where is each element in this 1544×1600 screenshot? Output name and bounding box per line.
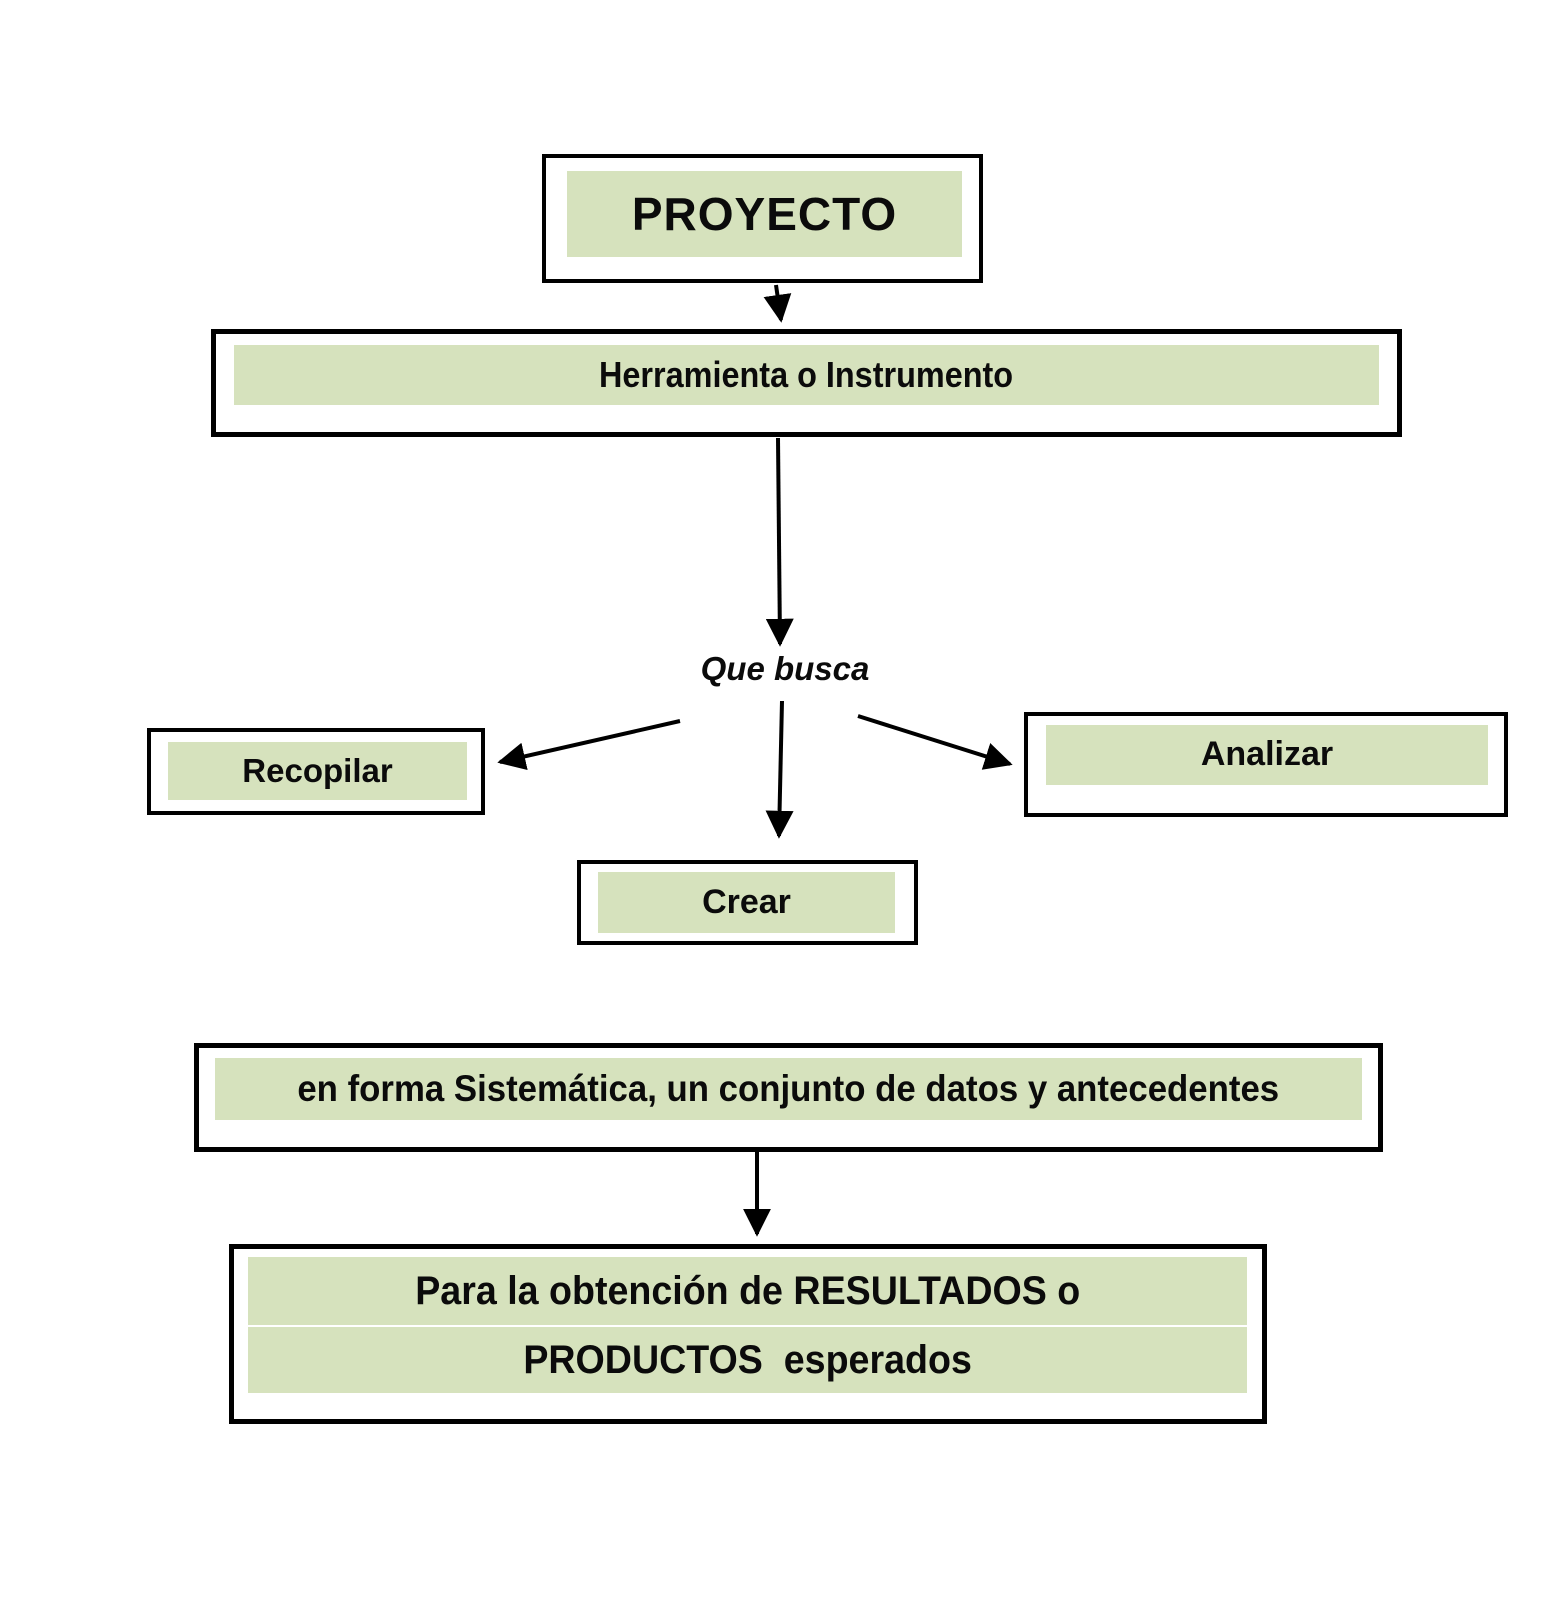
node-sistematica-fill: en forma Sistemática, un conjunto de dat… — [215, 1058, 1362, 1120]
node-resultados: Para la obtención de RESULTADOS o PRODUC… — [229, 1244, 1267, 1424]
node-proyecto: PROYECTO — [542, 154, 983, 283]
node-analizar-label: Analizar — [1200, 735, 1334, 774]
node-sistematica: en forma Sistemática, un conjunto de dat… — [194, 1043, 1383, 1152]
arrow-proyecto-to-herramienta — [763, 284, 792, 323]
node-herramienta: Herramienta o Instrumento — [211, 329, 1402, 437]
node-crear-label: Crear — [702, 882, 791, 921]
que-busca-label: Que busca — [660, 650, 910, 688]
node-proyecto-fill: PROYECTO — [567, 171, 962, 257]
node-recopilar-fill: Recopilar — [168, 742, 467, 800]
node-recopilar-label: Recopilar — [242, 751, 393, 789]
node-resultados-fill-line2: PRODUCTOS esperados — [248, 1327, 1247, 1393]
node-herramienta-fill: Herramienta o Instrumento — [234, 345, 1379, 405]
node-analizar-fill: Analizar — [1046, 725, 1488, 785]
node-resultados-label-line2: PRODUCTOS esperados — [523, 1338, 972, 1382]
arrow-quebusca-to-analizar — [857, 714, 1013, 770]
node-analizar: Analizar — [1024, 712, 1508, 817]
node-sistematica-label: en forma Sistemática, un conjunto de dat… — [297, 1067, 1280, 1109]
node-proyecto-label: PROYECTO — [631, 187, 898, 240]
arrow-herramienta-to-quebusca — [765, 437, 794, 647]
node-recopilar: Recopilar — [147, 728, 485, 815]
node-crear-fill: Crear — [598, 872, 895, 933]
node-resultados-label-line1: Para la obtención de RESULTADOS o — [414, 1269, 1081, 1313]
node-crear: Crear — [577, 860, 918, 945]
node-resultados-fill-line1: Para la obtención de RESULTADOS o — [248, 1257, 1247, 1325]
arrow-quebusca-to-crear — [765, 700, 794, 839]
node-herramienta-label: Herramienta o Instrumento — [599, 354, 1014, 396]
que-busca-text: Que busca — [700, 650, 870, 687]
arrow-quebusca-to-recopilar — [497, 719, 681, 771]
